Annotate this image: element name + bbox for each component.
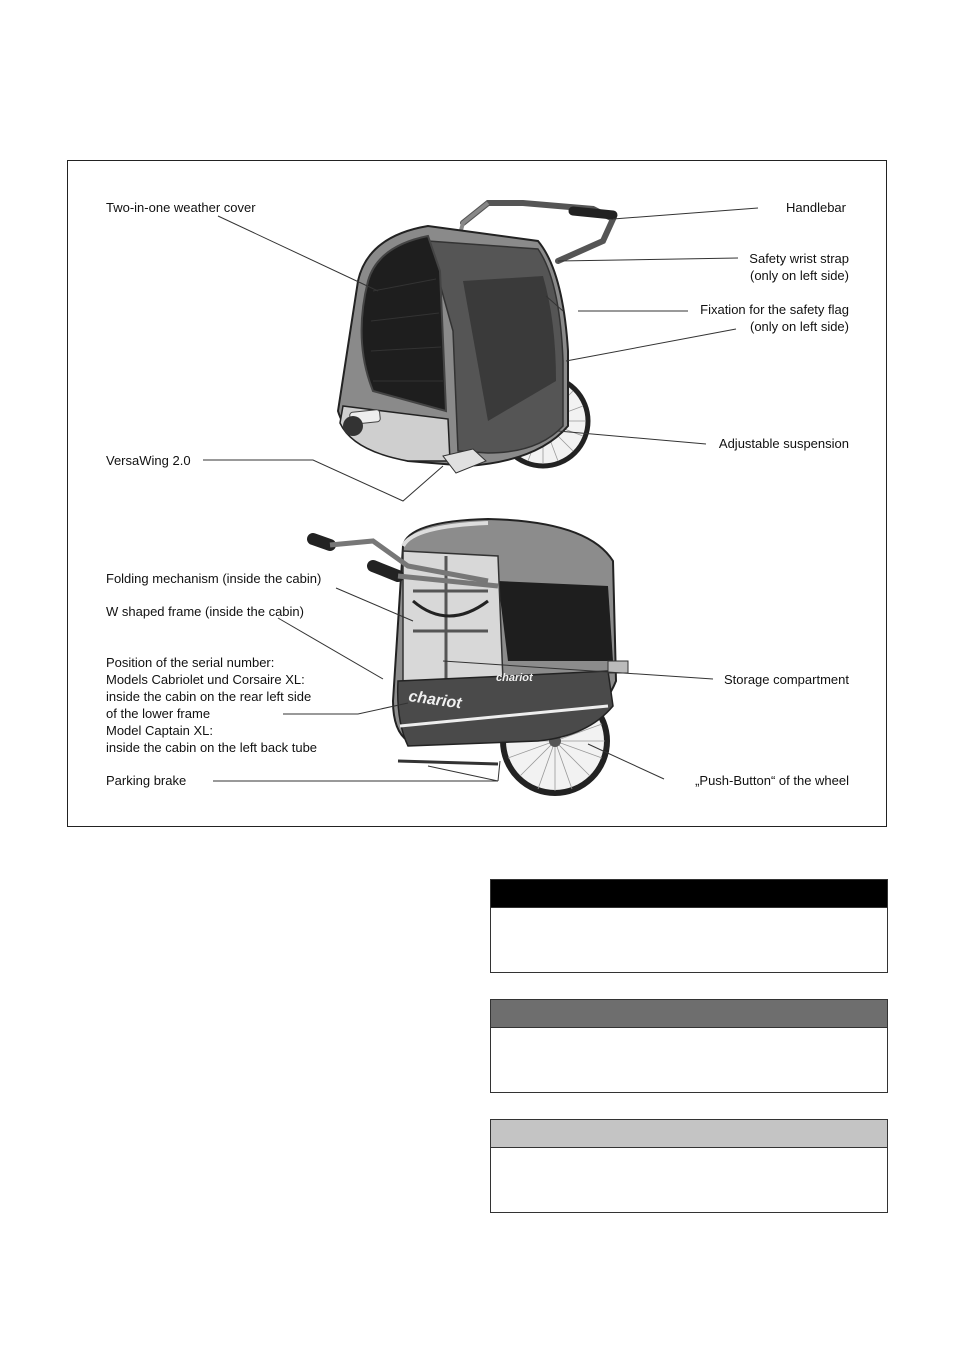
label-folding: Folding mechanism (inside the cabin) (106, 570, 321, 587)
notice-header-caution (491, 1120, 887, 1148)
rear-trailer-drawing: chariot chariot (313, 519, 628, 793)
label-wrist-strap-1: Safety wrist strap (749, 250, 849, 267)
label-handlebar: Handlebar (786, 199, 846, 216)
notice-header-danger (491, 880, 887, 908)
label-serial-1: Position of the serial number: (106, 654, 274, 671)
label-serial-6: inside the cabin on the left back tube (106, 739, 317, 756)
trailer-brand-side: chariot (496, 672, 534, 684)
label-serial-5: Model Captain XL: (106, 722, 213, 739)
label-flag-1: Fixation for the safety flag (700, 301, 849, 318)
notice-body-danger (491, 908, 887, 972)
label-parking-brake: Parking brake (106, 772, 186, 789)
label-serial-2: Models Cabriolet und Corsaire XL: (106, 671, 305, 688)
label-serial-4: of the lower frame (106, 705, 210, 722)
label-w-frame: W shaped frame (inside the cabin) (106, 603, 304, 620)
label-flag-2: (only on left side) (750, 318, 849, 335)
label-versawing: VersaWing 2.0 (106, 452, 191, 469)
notice-box-caution (490, 1119, 888, 1213)
notice-body-caution (491, 1148, 887, 1212)
figure-frame: chariot chariot (67, 160, 887, 827)
label-suspension: Adjustable suspension (719, 435, 849, 452)
label-serial-3: inside the cabin on the rear left side (106, 688, 311, 705)
label-storage: Storage compartment (724, 671, 849, 688)
notice-body-warning (491, 1028, 887, 1092)
label-weather-cover: Two-in-one weather cover (106, 199, 256, 216)
notice-box-danger (490, 879, 888, 973)
label-push-button: „Push-Button“ of the wheel (695, 772, 849, 789)
notice-header-warning (491, 1000, 887, 1028)
notice-box-warning (490, 999, 888, 1093)
label-wrist-strap-2: (only on left side) (750, 267, 849, 284)
